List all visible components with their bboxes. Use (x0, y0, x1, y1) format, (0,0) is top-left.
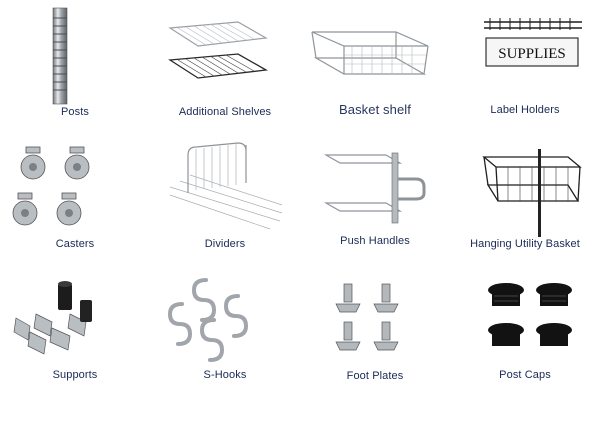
basket-shelf-icon (311, 31, 429, 75)
item-label: Supports (52, 369, 98, 381)
item-post-caps[interactable]: Post Caps (450, 270, 600, 405)
item-label: Label Holders (490, 104, 560, 116)
item-label: Dividers (204, 238, 246, 250)
support-clip-icon (13, 281, 92, 355)
label-holder-sign-text: SUPPLIES (498, 46, 566, 62)
item-posts[interactable]: Posts (0, 0, 150, 135)
item-label: Basket shelf (338, 102, 411, 117)
item-label: Posts (60, 106, 89, 118)
item-label-holders[interactable]: SUPPLIES Label Holders (450, 0, 600, 135)
item-label: Push Handles (340, 235, 410, 247)
item-label: Foot Plates (346, 370, 404, 382)
item-supports[interactable]: Supports (0, 270, 150, 405)
item-foot-plates[interactable]: Foot Plates (300, 270, 450, 405)
item-casters[interactable]: Casters (0, 135, 150, 270)
item-label: Post Caps (499, 369, 551, 381)
s-hook-icon (167, 278, 249, 362)
foot-plate-icon (335, 283, 399, 351)
item-hanging-utility-basket[interactable]: Hanging Utility Basket (450, 135, 600, 270)
wire-shelf-icon (168, 21, 269, 79)
item-dividers[interactable]: Dividers (150, 135, 300, 270)
item-label: S-Hooks (203, 369, 247, 381)
caster-wheel-icon (12, 146, 90, 226)
item-s-hooks[interactable]: S-Hooks (150, 270, 300, 405)
item-label: Additional Shelves (178, 106, 272, 118)
label-holder-icon: SUPPLIES (484, 18, 582, 67)
item-label: Casters (55, 238, 95, 250)
post-cap-icon (488, 283, 572, 346)
hanging-basket-icon (482, 149, 582, 237)
push-handle-icon (323, 152, 426, 224)
item-push-handles[interactable]: Push Handles (300, 135, 450, 270)
divider-icon (169, 142, 283, 230)
item-additional-shelves[interactable]: Additional Shelves (150, 0, 300, 135)
post-icon (52, 7, 68, 105)
item-label: Hanging Utility Basket (470, 238, 580, 250)
item-basket-shelf[interactable]: Basket shelf (300, 0, 450, 135)
